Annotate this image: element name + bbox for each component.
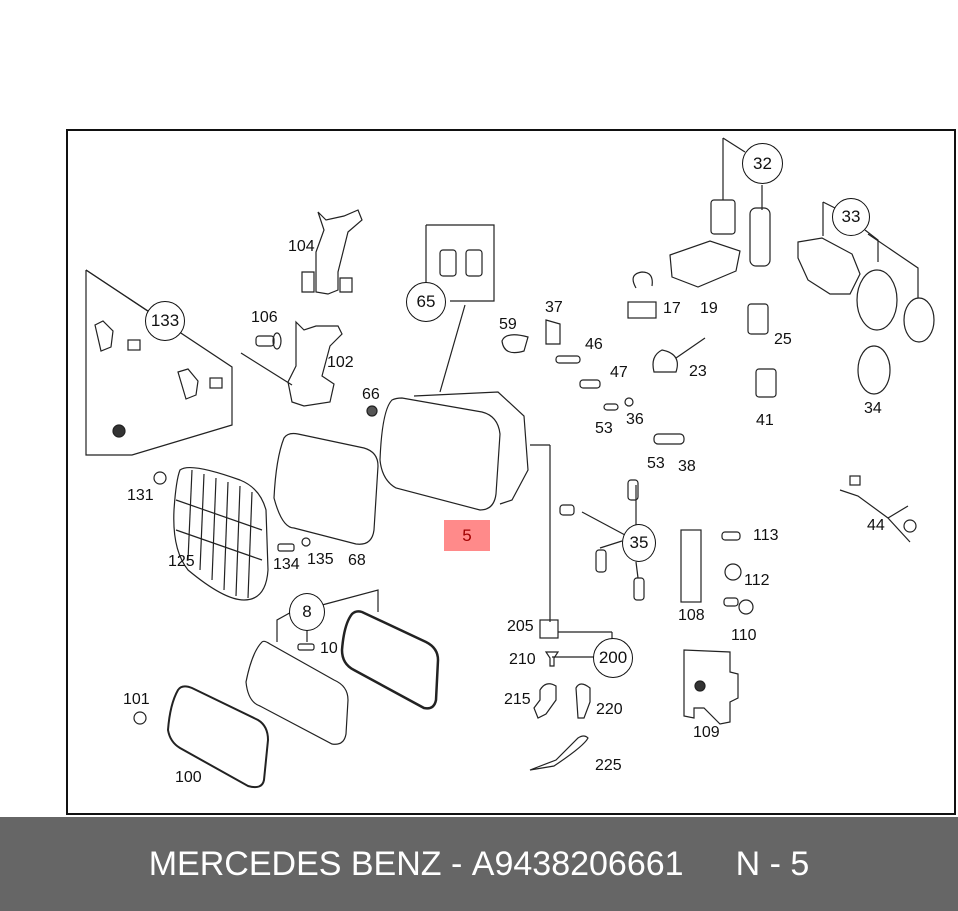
grille-125 <box>173 466 269 601</box>
frame-100 <box>166 685 270 789</box>
label-135: 135 <box>307 551 334 568</box>
highlighted-part-5[interactable]: 5 <box>444 520 490 551</box>
label-17: 17 <box>663 300 681 317</box>
screw-131 <box>153 471 167 485</box>
label-66: 66 <box>362 386 380 403</box>
footer-separator: - <box>451 844 463 883</box>
label-102: 102 <box>327 354 354 371</box>
label-37: 37 <box>545 299 563 316</box>
label-101: 101 <box>123 691 150 708</box>
label-205: 205 <box>507 618 534 635</box>
label-41: 41 <box>756 412 774 429</box>
label-19: 19 <box>700 300 718 317</box>
position-number: N - 5 <box>735 844 810 883</box>
label-38: 38 <box>678 458 696 475</box>
label-108: 108 <box>678 607 705 624</box>
label-110: 110 <box>731 627 757 644</box>
brand-name: MERCEDES BENZ <box>148 844 442 883</box>
label-104: 104 <box>288 238 315 255</box>
label-44: 44 <box>867 517 885 534</box>
label-113: 113 <box>753 527 779 544</box>
bracket-102 <box>287 320 343 407</box>
callout-32: 32 <box>742 143 783 184</box>
part-number: A9438206661 <box>471 844 684 883</box>
right-parts <box>501 137 935 771</box>
label-36: 36 <box>626 411 644 428</box>
label-125: 125 <box>168 553 195 570</box>
footer-bar: MERCEDES BENZ - A9438206661 N - 5 <box>0 817 958 911</box>
callout-35: 35 <box>622 524 656 562</box>
label-106: 106 <box>251 309 278 326</box>
label-225: 225 <box>595 757 622 774</box>
group-133-panel <box>85 269 233 456</box>
headlamp-5 <box>379 391 551 622</box>
label-109: 109 <box>693 724 720 741</box>
label-25: 25 <box>774 331 792 348</box>
label-68: 68 <box>348 552 366 569</box>
callout-133: 133 <box>145 301 185 341</box>
callout-200: 200 <box>593 638 633 678</box>
label-46: 46 <box>585 336 603 353</box>
bolt-134 <box>277 543 295 552</box>
label-100: 100 <box>175 769 202 786</box>
label-210: 210 <box>509 651 536 668</box>
label-47: 47 <box>610 364 628 381</box>
label-23: 23 <box>689 363 707 380</box>
seal-68 <box>273 432 379 545</box>
label-53b: 53 <box>647 455 665 472</box>
label-34: 34 <box>864 400 882 417</box>
callout-33: 33 <box>832 198 870 236</box>
label-220: 220 <box>596 701 623 718</box>
label-215: 215 <box>504 691 531 708</box>
label-59: 59 <box>499 316 517 333</box>
label-134: 134 <box>273 556 300 573</box>
label-131: 131 <box>127 487 154 504</box>
group-8-lenses <box>245 589 440 745</box>
washer-135 <box>301 537 311 547</box>
nut-66 <box>366 405 378 417</box>
bulb-set-65 <box>425 224 495 393</box>
screw-106 <box>240 332 293 386</box>
label-10: 10 <box>320 640 338 657</box>
screw-101 <box>133 711 147 725</box>
callout-65: 65 <box>406 282 446 322</box>
callout-8: 8 <box>289 593 325 631</box>
bracket-104 <box>301 209 363 295</box>
label-53a: 53 <box>595 420 613 437</box>
label-112: 112 <box>744 572 770 589</box>
